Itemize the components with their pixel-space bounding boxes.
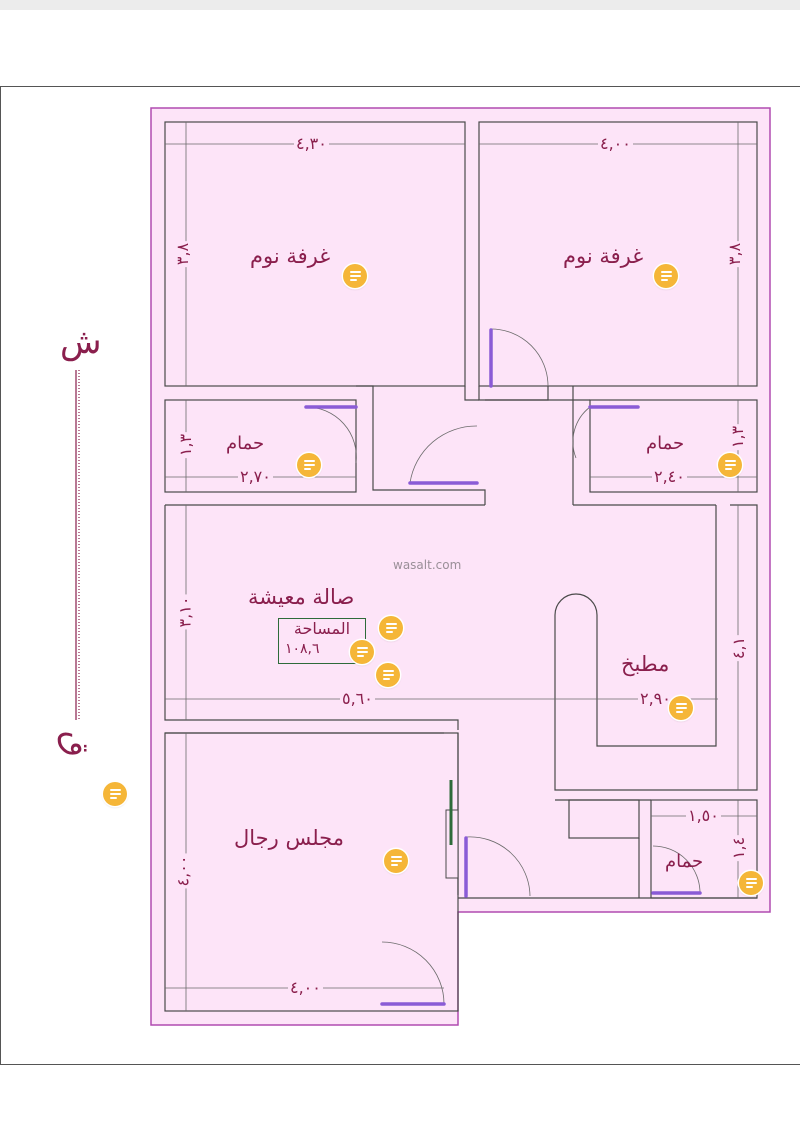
dim-kitchen-width: ٢,٩٠ bbox=[638, 689, 673, 708]
note-icon[interactable] bbox=[343, 264, 367, 288]
dim-bath-left-width: ٢,٧٠ bbox=[238, 467, 273, 486]
room-label-bedroom-left: غرفة نوم bbox=[250, 244, 331, 268]
north-arrow bbox=[75, 370, 80, 720]
note-icon[interactable] bbox=[718, 453, 742, 477]
note-icon[interactable] bbox=[669, 696, 693, 720]
area-label: المساحة bbox=[293, 619, 351, 638]
north-letter: ش bbox=[60, 322, 102, 362]
frame-bottom-line bbox=[0, 1064, 800, 1065]
dim-majlis-height: ٤,٠٠ bbox=[173, 853, 193, 889]
area-value: ١٠٨,٦ bbox=[285, 641, 320, 657]
note-icon[interactable] bbox=[739, 871, 763, 895]
note-icon[interactable] bbox=[384, 849, 408, 873]
dim-bath-right-width: ٢,٤٠ bbox=[652, 467, 687, 486]
room-label-kitchen: مطبخ bbox=[621, 652, 670, 676]
frame-top-line bbox=[0, 86, 800, 87]
note-icon[interactable] bbox=[379, 616, 403, 640]
dim-bath-right-height: ١,٣ bbox=[728, 423, 748, 451]
dim-living-width: ٥,٦٠ bbox=[340, 689, 375, 708]
watermark: wasalt.com bbox=[393, 558, 462, 572]
note-icon[interactable] bbox=[103, 782, 127, 806]
dim-bath-left-height: ١,٣ bbox=[176, 431, 196, 459]
note-icon[interactable] bbox=[297, 453, 321, 477]
room-label-living: صالة معيشة bbox=[248, 585, 355, 609]
room-label-bedroom-right: غرفة نوم bbox=[563, 244, 644, 268]
door-leaves bbox=[304, 328, 702, 1006]
dim-bedroom-left-height: ٣,٨ bbox=[173, 240, 193, 268]
dim-bedroom-right-height: ٣,٨ bbox=[725, 240, 745, 268]
dim-kitchen-height: ٤,١ bbox=[729, 634, 749, 662]
dim-bath-small-height: ١,٤ bbox=[729, 834, 749, 862]
dim-bath-small-width: ١,٥٠ bbox=[686, 806, 721, 825]
dim-bedroom-left-width: ٤,٣٠ bbox=[294, 134, 329, 153]
top-strip bbox=[0, 0, 800, 10]
room-label-bath-small: حمام bbox=[665, 851, 704, 872]
note-icon[interactable] bbox=[654, 264, 678, 288]
dim-bedroom-right-width: ٤,٠٠ bbox=[598, 134, 633, 153]
dim-majlis-width: ٤,٠٠ bbox=[288, 978, 323, 997]
dim-living-height: ٣,١٠ bbox=[175, 594, 195, 630]
frame-left-line bbox=[0, 86, 1, 1065]
room-label-majlis: مجلس رجال bbox=[234, 826, 344, 850]
room-label-bath-left: حمام bbox=[226, 433, 265, 454]
note-icon[interactable] bbox=[376, 663, 400, 687]
note-icon[interactable] bbox=[350, 640, 374, 664]
south-letter: ق bbox=[56, 730, 97, 758]
room-label-bath-right: حمام bbox=[646, 433, 685, 454]
